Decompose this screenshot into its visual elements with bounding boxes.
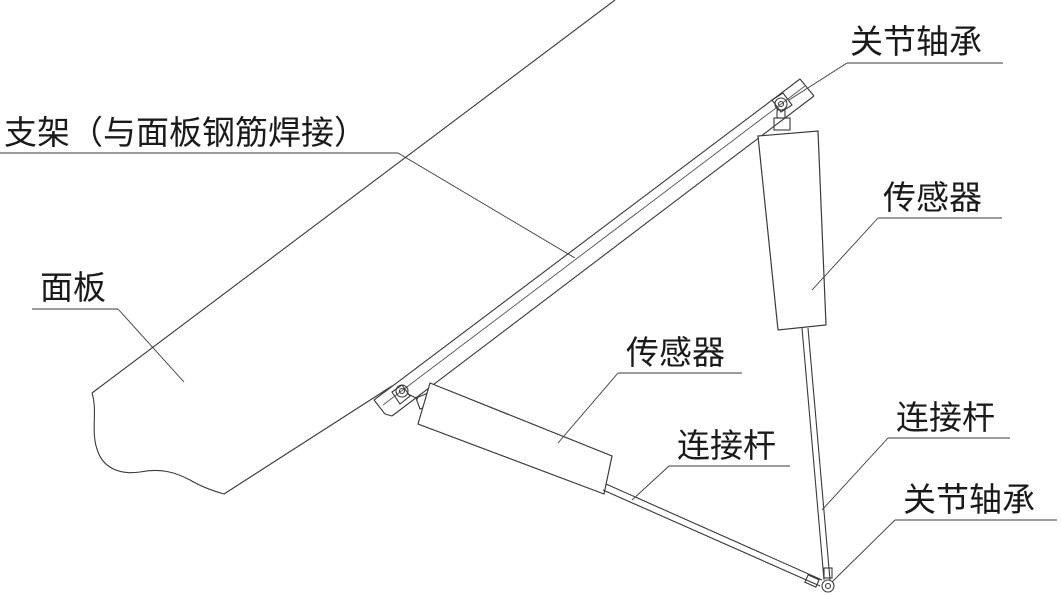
- bearing-bottom-ring: [821, 579, 835, 593]
- leader-sensor-upper-pointer: [811, 217, 879, 291]
- leader-rod-lower-pointer: [631, 465, 670, 501]
- sensor-upper: [757, 117, 827, 331]
- label-sensor-lower: 传感器: [626, 333, 725, 372]
- leader-panel-pointer: [117, 308, 185, 383]
- bearing-bottom-lug-a: [804, 574, 820, 588]
- leader-rod-right-pointer: [821, 437, 889, 511]
- label-rod-right: 连接杆: [896, 398, 995, 437]
- bearing-left-pin: [398, 387, 406, 395]
- bracket-end-left: [373, 399, 386, 415]
- connecting-rod-lower: [602, 483, 823, 587]
- rod-right-edge-b: [807, 327, 831, 581]
- bearing-bottom-lug-b: [823, 567, 833, 579]
- panel-break-edge: [91, 392, 225, 495]
- leader-bracket-pointer: [397, 152, 576, 259]
- label-bearing-bottom: 关节轴承: [903, 480, 1035, 519]
- label-panel: 面板: [40, 268, 106, 307]
- rod-right-edge-a: [801, 327, 825, 581]
- leader-lines: [0, 62, 1057, 583]
- leader-sensor-lower-pointer: [557, 372, 619, 444]
- bearing-top-pin: [777, 100, 785, 108]
- sensor-upper-cap: [773, 117, 791, 131]
- label-bracket: 支架（与面板钢筋焊接）: [4, 113, 367, 152]
- bearing-bottom-pin: [824, 582, 832, 590]
- sensor-upper-body: [757, 130, 827, 331]
- sensor-lower: [415, 382, 613, 495]
- bracket-tab-left: [391, 384, 411, 405]
- panel-slab: [91, 0, 616, 495]
- panel-top-edge: [91, 0, 616, 394]
- connecting-rod-right: [801, 327, 831, 581]
- bracket-edge-inner: [382, 85, 806, 406]
- label-sensor-upper: 传感器: [883, 178, 982, 217]
- leader-bearing-bottom-pointer: [831, 519, 896, 583]
- rod-lower-edge-a: [605, 483, 823, 581]
- bracket: [373, 78, 815, 417]
- bracket-edge-lower: [391, 95, 815, 417]
- leader-bearing-top-pointer: [788, 62, 848, 101]
- label-bearing-top: 关节轴承: [850, 22, 982, 61]
- bracket-edge-outer: [373, 78, 801, 401]
- rod-lower-edge-b: [602, 489, 821, 587]
- panel-bottom-edge: [223, 385, 393, 495]
- bracket-tab-right: [771, 92, 793, 113]
- bracket-end-left-2: [384, 413, 393, 417]
- sensor-lower-body: [417, 382, 613, 495]
- label-rod-lower: 连接杆: [677, 426, 776, 465]
- bracket-end-right: [799, 78, 815, 97]
- joint-bearing-bottom: [804, 567, 835, 593]
- bearing-left-ring: [395, 384, 409, 398]
